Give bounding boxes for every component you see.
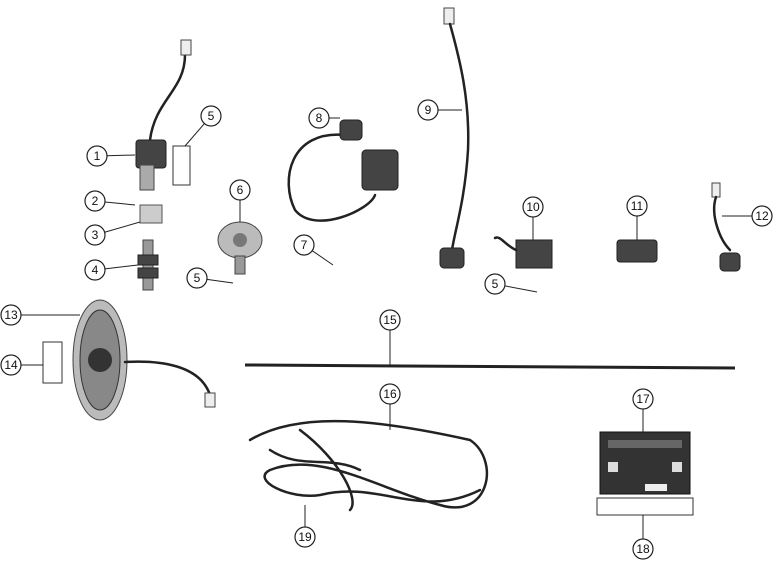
callout-number: 9	[425, 103, 432, 117]
callout-number: 13	[4, 308, 18, 322]
callout-circle	[417, 99, 439, 121]
callout-number: 7	[301, 238, 308, 252]
callout-1: 1	[86, 145, 136, 167]
callout-5: 5	[484, 273, 538, 295]
callout-circle	[632, 538, 654, 560]
connector-part	[711, 182, 741, 272]
callout-number: 10	[526, 200, 540, 214]
battery-bolt-bracket	[596, 497, 694, 516]
callout-number: 17	[636, 392, 650, 406]
callout-17: 17	[632, 388, 654, 432]
callout-circle	[632, 388, 654, 410]
callout-16: 16	[379, 383, 401, 430]
callout-circle	[308, 107, 330, 129]
key-part	[137, 204, 163, 291]
regulator-rectifier-part	[493, 236, 553, 269]
callout-number: 16	[383, 387, 397, 401]
callout-number: 19	[298, 530, 312, 544]
callout-number: 3	[92, 228, 99, 242]
callout-circle	[0, 304, 22, 326]
callout-number: 1	[94, 149, 101, 163]
callout-number: 5	[492, 277, 499, 291]
wiring-harness-part	[248, 419, 489, 512]
callout-circle	[84, 224, 106, 246]
callout-number: 6	[237, 183, 244, 197]
callout-19: 19	[294, 505, 316, 548]
horn-part	[217, 221, 263, 275]
callout-6: 6	[229, 179, 251, 222]
leader-line	[311, 250, 334, 266]
callout-4: 4	[84, 259, 139, 281]
callout-3: 3	[84, 221, 141, 246]
relay-part	[616, 239, 658, 263]
callout-number: 4	[92, 263, 99, 277]
screw-bracket-14	[42, 341, 63, 384]
pickup-sensor-part	[439, 7, 470, 269]
callout-circle	[293, 234, 315, 256]
callout-circle	[0, 354, 22, 376]
callout-10: 10	[522, 196, 544, 240]
leader-line	[206, 278, 234, 284]
callout-number: 15	[383, 313, 397, 327]
leader-line	[504, 285, 538, 293]
callout-circle	[86, 145, 108, 167]
callout-12: 12	[722, 205, 773, 227]
callout-circle	[294, 526, 316, 548]
callout-circle	[200, 105, 222, 127]
callout-circle	[522, 196, 544, 218]
callout-circle	[379, 309, 401, 331]
callout-number: 5	[208, 109, 215, 123]
callout-circle	[626, 195, 648, 217]
callout-number: 14	[4, 358, 18, 372]
ignition-coil-part	[287, 119, 399, 222]
callout-circle	[84, 190, 106, 212]
callout-circle	[379, 383, 401, 405]
ignition-switch-part	[135, 39, 192, 191]
callout-9: 9	[417, 99, 462, 121]
callout-18: 18	[632, 515, 654, 560]
callout-number: 8	[316, 111, 323, 125]
leader-line	[104, 221, 141, 233]
leader-line	[106, 154, 136, 157]
speedometer-part	[72, 299, 216, 421]
callout-8: 8	[308, 107, 340, 129]
callout-number: 18	[636, 542, 650, 556]
speedometer-cable-part	[244, 363, 736, 370]
callout-circle	[186, 267, 208, 289]
callout-number: 5	[194, 271, 201, 285]
callout-7: 7	[293, 234, 334, 266]
callout-number: 12	[755, 209, 769, 223]
leader-line	[104, 201, 136, 206]
callout-13: 13	[0, 304, 80, 326]
callout-15: 15	[379, 309, 401, 366]
callout-2: 2	[84, 190, 136, 212]
callout-circle	[84, 259, 106, 281]
callout-5: 5	[184, 105, 222, 147]
callout-circle	[229, 179, 251, 201]
callout-number: 11	[631, 199, 644, 213]
callout-circle	[484, 273, 506, 295]
callout-circle	[751, 205, 773, 227]
callout-11: 11	[626, 195, 648, 240]
callout-number: 2	[92, 194, 99, 208]
leader-line	[104, 264, 139, 270]
callout-5: 5	[186, 267, 234, 289]
callout-14: 14	[0, 354, 43, 376]
battery-part	[599, 431, 691, 495]
leader-line	[184, 123, 205, 147]
screw-bracket-5a	[172, 145, 191, 186]
